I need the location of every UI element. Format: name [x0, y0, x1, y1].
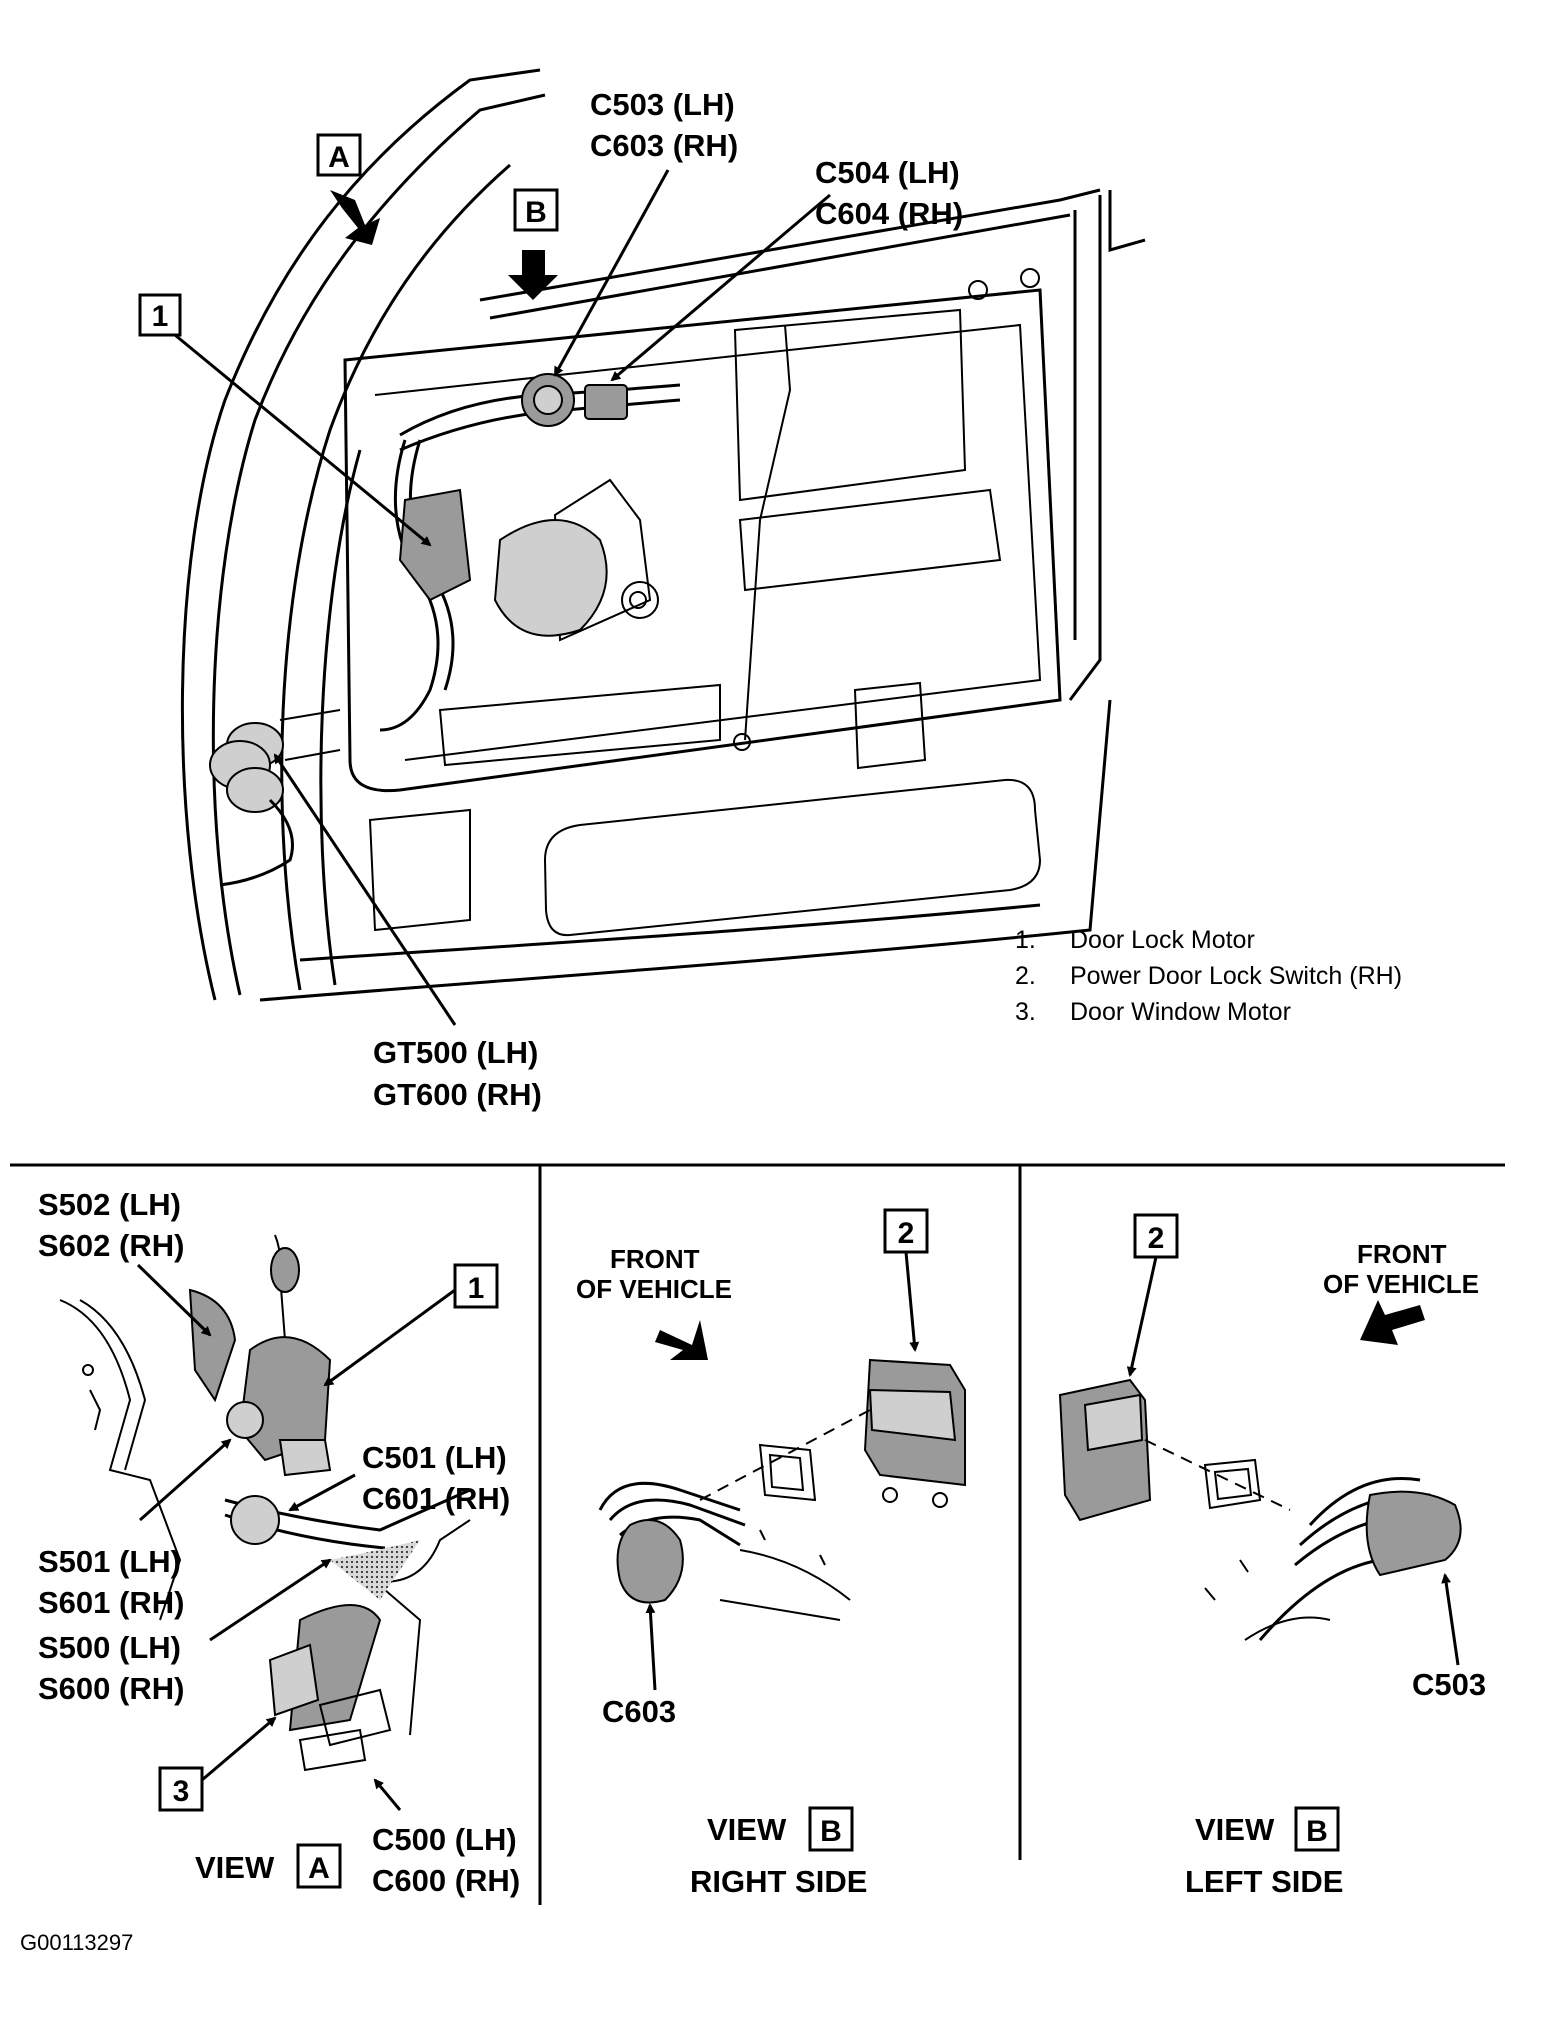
svg-text:A: A	[328, 141, 350, 174]
svg-text:C603 (RH): C603 (RH)	[590, 128, 738, 163]
svg-text:C604 (RH): C604 (RH)	[815, 196, 963, 231]
svg-text:1: 1	[468, 1272, 485, 1305]
view-b-left-panel	[1058, 1378, 1462, 1641]
svg-text:C500 (LH): C500 (LH)	[372, 1822, 517, 1857]
svg-text:C503 (LH): C503 (LH)	[590, 87, 735, 122]
svg-text:2: 2	[898, 1217, 915, 1250]
svg-text:S501 (LH): S501 (LH)	[38, 1544, 181, 1579]
view-b-right-panel	[598, 1358, 966, 1621]
c503-c603-label: C503 (LH) C603 (RH)	[553, 87, 738, 377]
svg-text:B: B	[1306, 1815, 1328, 1848]
svg-text:C603: C603	[602, 1694, 676, 1729]
svg-text:2: 2	[1148, 1222, 1165, 1255]
view-b-right-labels: 2 FRONT OF VEHICLE C603 VIEW B RIGHT SID…	[576, 1208, 929, 1899]
svg-text:1.: 1.	[1015, 926, 1036, 954]
svg-text:FRONT: FRONT	[610, 1244, 700, 1274]
svg-text:GT600 (RH): GT600 (RH)	[373, 1077, 542, 1112]
view-b-left-labels: 2 FRONT OF VEHICLE C503 VIEW B LEFT SIDE	[1126, 1213, 1486, 1899]
svg-text:B: B	[525, 196, 547, 229]
svg-text:3: 3	[173, 1775, 190, 1808]
view-a-panel	[59, 1234, 471, 1772]
svg-text:C600 (RH): C600 (RH)	[372, 1863, 520, 1898]
svg-text:S602 (RH): S602 (RH)	[38, 1228, 184, 1263]
svg-text:C504 (LH): C504 (LH)	[815, 155, 960, 190]
svg-text:VIEW: VIEW	[1195, 1812, 1275, 1847]
svg-text:1: 1	[152, 300, 169, 333]
svg-text:Door Window Motor: Door Window Motor	[1070, 998, 1291, 1026]
svg-text:S601 (RH): S601 (RH)	[38, 1585, 184, 1620]
svg-text:RIGHT SIDE: RIGHT SIDE	[690, 1864, 867, 1899]
c504-c604-label: C504 (LH) C604 (RH)	[610, 155, 963, 382]
svg-text:C501 (LH): C501 (LH)	[362, 1440, 507, 1475]
view-a-indicator: A	[316, 133, 380, 245]
item-1-callout: 1	[138, 293, 432, 547]
svg-text:C503: C503	[1412, 1667, 1486, 1702]
svg-text:OF VEHICLE: OF VEHICLE	[576, 1274, 732, 1304]
svg-text:S500 (LH): S500 (LH)	[38, 1630, 181, 1665]
svg-text:3.: 3.	[1015, 998, 1036, 1026]
svg-text:Power Door Lock Switch (RH): Power Door Lock Switch (RH)	[1070, 962, 1402, 990]
svg-text:VIEW: VIEW	[707, 1812, 787, 1847]
svg-text:2.: 2.	[1015, 962, 1036, 990]
svg-text:C601 (RH): C601 (RH)	[362, 1481, 510, 1516]
svg-text:A: A	[308, 1852, 330, 1885]
svg-text:LEFT SIDE: LEFT SIDE	[1185, 1864, 1343, 1899]
svg-text:S600 (RH): S600 (RH)	[38, 1671, 184, 1706]
gt500-gt600-label: GT500 (LH) GT600 (RH)	[273, 753, 542, 1112]
svg-text:VIEW: VIEW	[195, 1850, 275, 1885]
legend: 1. Door Lock Motor 2. Power Door Lock Sw…	[1015, 926, 1402, 1026]
svg-text:OF VEHICLE: OF VEHICLE	[1323, 1269, 1479, 1299]
svg-text:B: B	[820, 1815, 842, 1848]
view-a-labels: S502 (LH) S602 (RH) 1 C501 (LH) C601 (RH…	[38, 1187, 520, 1898]
svg-text:S502 (LH): S502 (LH)	[38, 1187, 181, 1222]
figure-id: G00113297	[20, 1930, 133, 1955]
door-illustration	[180, 68, 1146, 1002]
svg-text:GT500 (LH): GT500 (LH)	[373, 1035, 538, 1070]
view-b-indicator: B	[508, 188, 559, 300]
svg-text:Door Lock Motor: Door Lock Motor	[1070, 926, 1255, 954]
svg-text:FRONT: FRONT	[1357, 1239, 1447, 1269]
panel-dividers	[10, 1163, 1505, 1905]
